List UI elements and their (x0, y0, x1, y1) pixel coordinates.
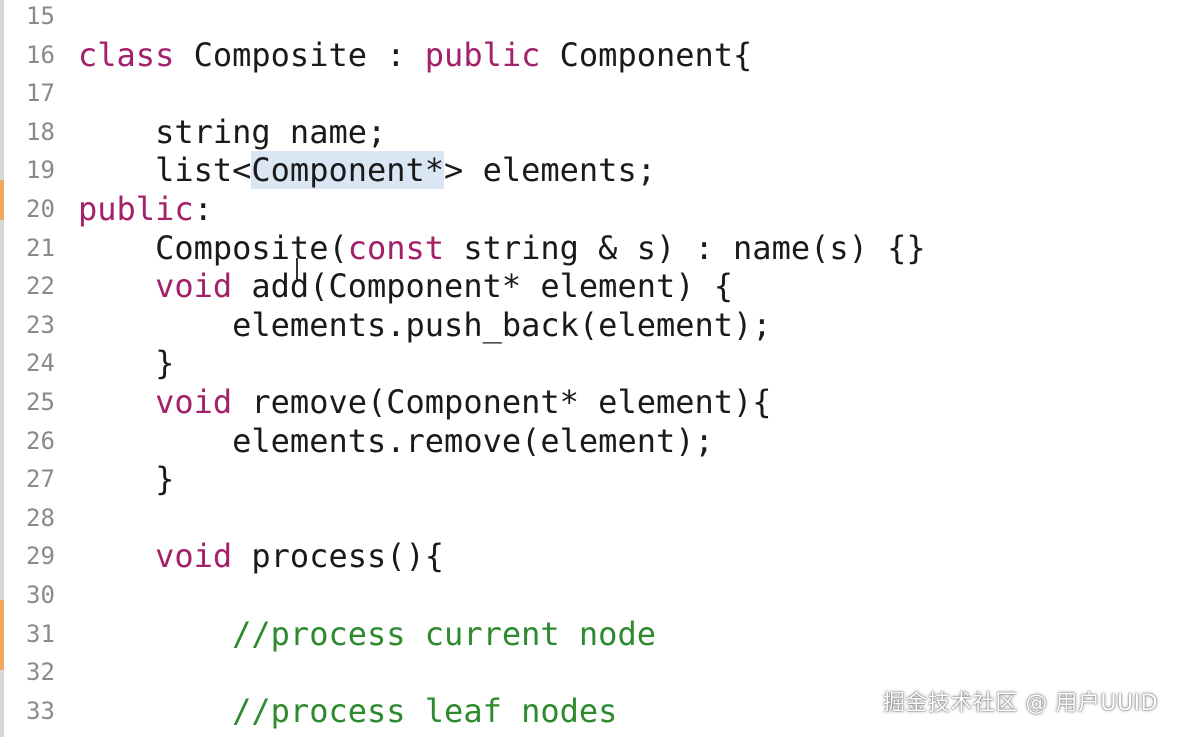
edge-marker (0, 600, 4, 670)
code-token: process(){ (232, 537, 445, 576)
code-line[interactable]: 28 (0, 499, 1178, 537)
code-line[interactable]: 29 void process(){ (0, 537, 1178, 575)
line-number: 29 (26, 542, 55, 571)
code-text[interactable]: Composite(const string & s) : name(s) {} (78, 229, 926, 267)
code-line[interactable]: 21 Composite(const string & s) : name(s)… (0, 229, 1178, 267)
code-text[interactable]: void process(){ (78, 537, 444, 575)
code-token (78, 615, 232, 653)
code-line[interactable]: 30 (0, 576, 1178, 614)
code-token: > elements; (444, 151, 656, 190)
code-line[interactable]: 31 //process current node (0, 615, 1178, 653)
code-line[interactable]: 20 public: (0, 190, 1178, 228)
code-token: Composite : (174, 35, 425, 74)
code-token: list< (78, 151, 252, 190)
code-line[interactable]: 23 elements.push_back(element); (0, 306, 1178, 344)
code-line[interactable]: 26 elements.remove(element); (0, 422, 1178, 460)
code-text[interactable]: } (78, 460, 174, 498)
line-number: 16 (26, 40, 55, 69)
keyword-token: public (424, 35, 541, 74)
code-token: Composite( (78, 228, 348, 267)
text-cursor (296, 258, 298, 280)
code-token: add(Component* element) { (232, 267, 734, 306)
keyword-token: void (155, 267, 233, 306)
code-text[interactable]: class Composite : public Component{ (78, 36, 752, 74)
keyword-token: const (347, 228, 445, 267)
code-token: Component{ (540, 35, 753, 74)
line-number: 17 (26, 79, 55, 108)
code-token: } (78, 344, 175, 383)
edge-marker (0, 180, 4, 220)
line-number: 24 (26, 349, 55, 378)
code-text[interactable]: elements.remove(element); (78, 422, 714, 460)
code-text[interactable]: void remove(Component* element){ (78, 383, 772, 421)
code-token (78, 692, 232, 730)
line-number: 32 (26, 658, 55, 687)
code-token: elements.remove(element); (78, 421, 714, 460)
line-number: 19 (26, 156, 55, 185)
watermark: 掘金技术社区 @ 用户UUID (882, 691, 1158, 716)
comment-token: //process leaf nodes (232, 691, 618, 730)
code-token: elements.push_back(element); (78, 305, 772, 344)
keyword-token: public (78, 190, 194, 228)
code-text[interactable]: //process current node (78, 615, 656, 653)
code-line[interactable]: 15 (0, 0, 1178, 35)
line-number: 15 (26, 2, 55, 30)
line-number: 28 (26, 503, 55, 532)
code-token (78, 383, 155, 421)
code-line[interactable]: 18 string name; (0, 113, 1178, 151)
code-text[interactable]: void add(Component* element) { (78, 267, 733, 305)
code-token (78, 537, 155, 575)
code-line[interactable]: 17 (0, 74, 1178, 112)
line-number: 20 (26, 195, 55, 223)
comment-token: //process current node (232, 614, 656, 653)
selected-token: Component* (251, 151, 445, 190)
line-number: 31 (26, 619, 55, 648)
line-number: 18 (26, 117, 55, 146)
code-line[interactable]: 16 class Composite : public Component{ (0, 36, 1178, 74)
code-line[interactable]: 27 } (0, 460, 1178, 498)
code-token (78, 267, 155, 305)
code-token: string & s) : name(s) {} (444, 228, 926, 267)
code-text[interactable]: string name; (78, 113, 386, 151)
code-line[interactable]: 24 } (0, 344, 1178, 382)
keyword-token: void (155, 383, 233, 421)
code-text[interactable]: //process leaf nodes (78, 692, 617, 730)
code-line[interactable]: 22 void add(Component* element) { (0, 267, 1178, 305)
code-token: : (193, 190, 213, 228)
editor-left-edge (0, 0, 4, 737)
code-text[interactable]: elements.push_back(element); (78, 305, 772, 344)
code-line[interactable]: 25 void remove(Component* element){ (0, 383, 1178, 421)
code-line[interactable]: 33 //process leaf nodes (0, 692, 1178, 730)
code-text[interactable]: list<Component*> elements; (78, 151, 656, 190)
line-number-gutter (4, 0, 74, 737)
keyword-token: class (78, 35, 175, 74)
code-token: remove(Component* element){ (232, 383, 772, 421)
line-number: 21 (26, 233, 55, 262)
line-number: 25 (26, 388, 55, 416)
code-token: string name; (78, 112, 387, 151)
line-number: 27 (26, 465, 55, 494)
line-number: 26 (26, 426, 55, 455)
code-line[interactable]: 19 list<Component*> elements; (0, 151, 1178, 190)
code-text[interactable]: } (78, 344, 174, 382)
line-number: 23 (26, 310, 55, 339)
keyword-token: void (155, 537, 233, 576)
line-number: 22 (26, 272, 55, 301)
line-number: 30 (26, 581, 55, 609)
code-token: } (78, 460, 175, 499)
code-line[interactable]: 32 (0, 653, 1178, 691)
line-number: 33 (26, 696, 55, 725)
code-text[interactable]: public: (78, 190, 213, 228)
